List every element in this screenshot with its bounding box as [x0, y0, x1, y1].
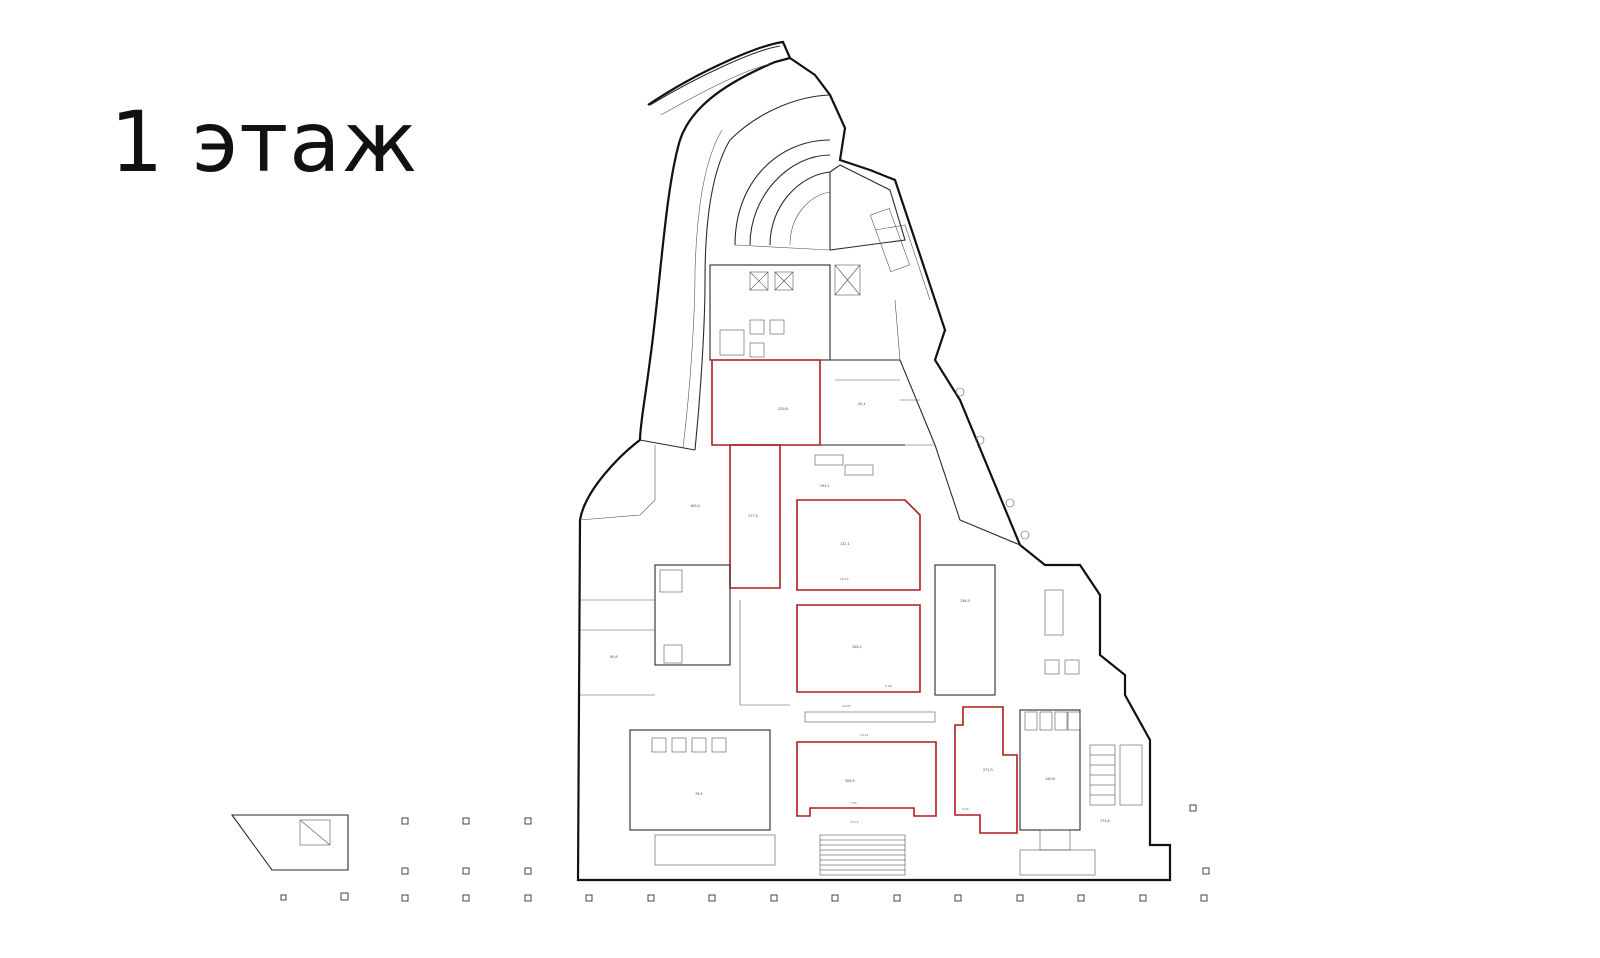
dimension-label: 10,24 [842, 704, 851, 708]
column-grid [280, 804, 1210, 902]
column-marker-icon [1200, 894, 1208, 902]
dimension-label: 8,68 [752, 443, 759, 447]
room-label: 271,3 [983, 768, 993, 772]
dimension-label: 13,73 [850, 820, 859, 824]
unit-center-1 [796, 499, 921, 591]
column-marker-icon [708, 894, 716, 902]
annex [230, 814, 349, 871]
column-marker-icon [831, 894, 839, 902]
column-marker-icon [770, 894, 778, 902]
room-label: 132,1 [840, 542, 850, 546]
unit-east [954, 706, 1018, 834]
unit-center-3 [796, 741, 937, 817]
column-marker-icon [524, 867, 532, 875]
unit-center-2 [796, 604, 921, 693]
room-label: 108,1 [852, 645, 862, 649]
west-block [580, 564, 790, 866]
column-marker-icon [524, 894, 532, 902]
unit-west-tall [729, 444, 781, 589]
column-marker-icon [1077, 894, 1085, 902]
column-marker-icon [647, 894, 655, 902]
page-title: 1 этаж [110, 93, 419, 191]
atrium [730, 444, 936, 876]
column-marker-icon [401, 894, 409, 902]
column-marker-icon [340, 892, 349, 901]
room-label: 306,5 [845, 779, 855, 783]
dimension-label: 6,92 [962, 807, 969, 811]
dimension-label: 7,53 [850, 801, 857, 805]
column-marker-icon [462, 894, 470, 902]
column-marker-icon [280, 894, 287, 901]
dimension-labels: 8,68 15,19 5,50 10,24 14,12 7,53 6,92 13… [752, 443, 969, 824]
room-labels: 109,4 229,8 177,5 132,1 108,1 306,5 271,… [610, 402, 1110, 823]
column-marker-icon [401, 867, 409, 875]
column-marker-icon [1139, 894, 1147, 902]
unit-upper [711, 359, 821, 446]
room-label: 90,8 [610, 655, 618, 659]
room-label: 177,5 [748, 514, 758, 518]
stair-icon [820, 839, 905, 871]
stair-icon [1090, 754, 1115, 796]
column-marker-icon [401, 817, 409, 825]
column-marker-icon [1202, 867, 1210, 875]
column-marker-icon [1016, 894, 1024, 902]
room-label: 295,1 [820, 484, 830, 488]
east-block [934, 564, 1143, 876]
room-label: 140,6 [1045, 777, 1055, 781]
room-label: 109,4 [690, 504, 700, 508]
column-marker-icon [585, 894, 593, 902]
dimension-label: 5,50 [885, 684, 892, 688]
room-label: 136,3 [960, 599, 970, 603]
dimension-label: 15,19 [840, 577, 849, 581]
column-marker-icon [954, 894, 962, 902]
column-marker-icon [893, 894, 901, 902]
dimension-label: 14,12 [860, 733, 869, 737]
column-marker-icon [462, 867, 470, 875]
rental-units [711, 359, 1018, 834]
column-marker-icon [462, 817, 470, 825]
column-marker-icon [1189, 804, 1197, 812]
room-label: 174,6 [1100, 819, 1110, 823]
column-marker-icon [524, 817, 532, 825]
upper-core [709, 264, 861, 361]
rotunda [734, 139, 906, 251]
room-label: 42,4 [858, 402, 866, 406]
room-label: 76,5 [695, 792, 703, 796]
room-label: 229,8 [778, 407, 788, 411]
building-outline [576, 40, 1172, 882]
